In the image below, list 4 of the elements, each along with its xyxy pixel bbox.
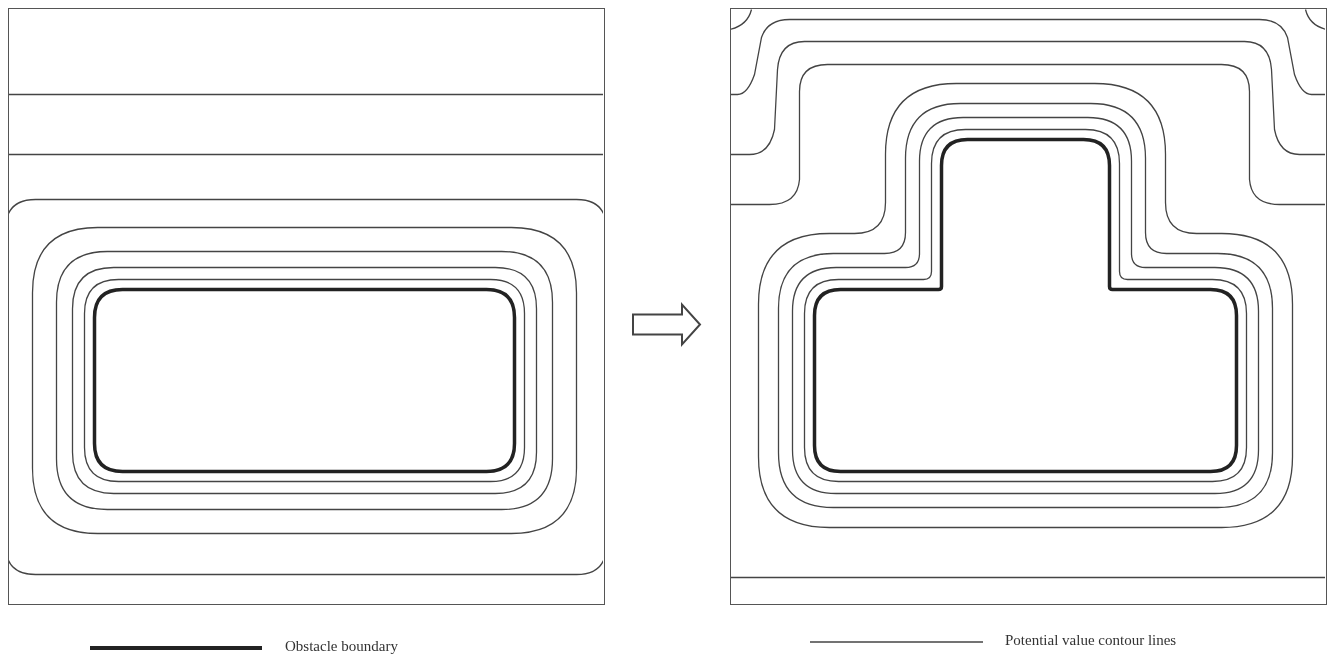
legend-label: Potential value contour lines [1005, 632, 1177, 649]
legend-label: Obstacle boundary [285, 638, 398, 655]
block-arrow [632, 301, 702, 348]
contour-panel [8, 8, 605, 605]
